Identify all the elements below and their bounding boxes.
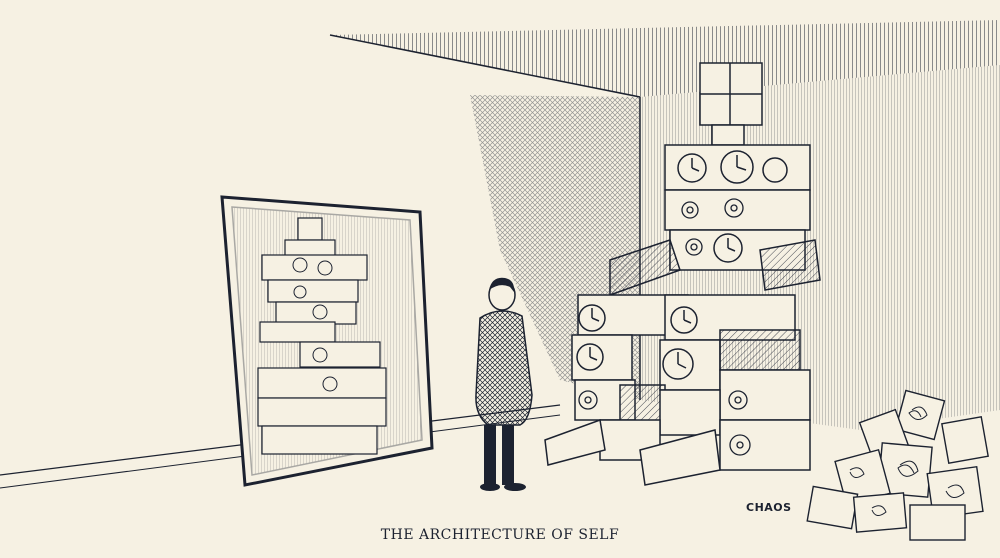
gear-icons bbox=[578, 198, 751, 456]
ceiling bbox=[330, 20, 1000, 97]
scribble-marks bbox=[849, 406, 965, 516]
clock-icons bbox=[576, 150, 788, 380]
man-figure bbox=[475, 277, 533, 491]
chaos-label: CHAOS bbox=[746, 501, 792, 514]
mirror bbox=[220, 195, 434, 487]
caption: THE ARCHITECTURE OF SELF bbox=[380, 527, 620, 543]
